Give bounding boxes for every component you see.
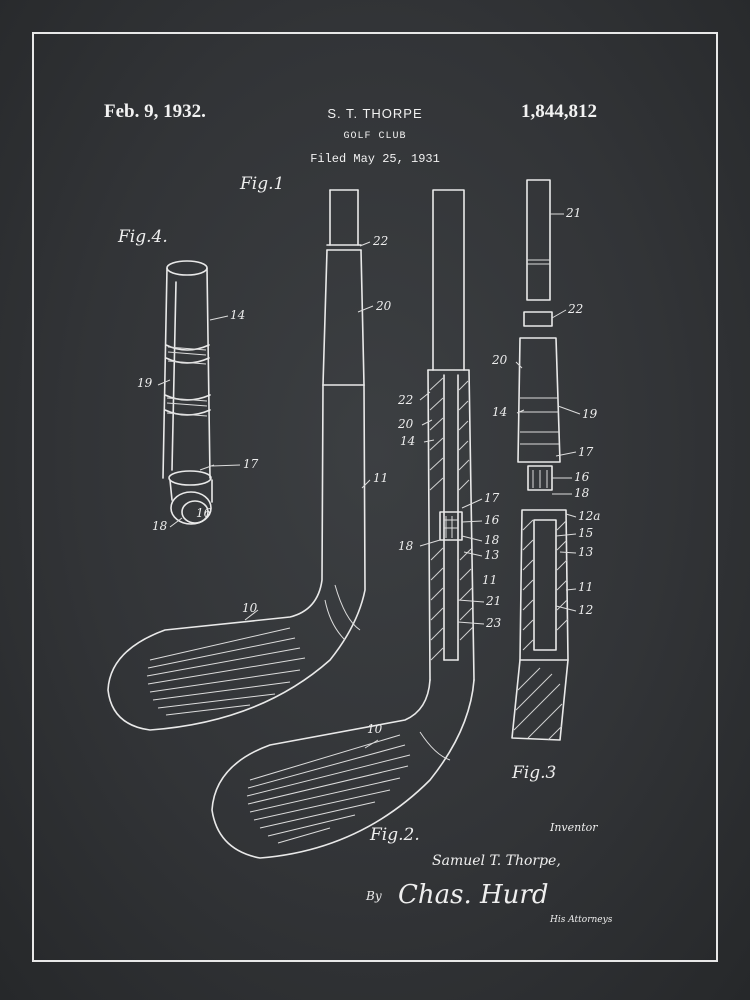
fig2-label-16: 16 [484, 513, 500, 527]
fig3-label-22: 22 [567, 302, 583, 316]
patent-title: GOLF CLUB [343, 131, 407, 142]
fig2-label-13: 13 [484, 548, 500, 562]
fig1-club-drawing [107, 189, 366, 731]
fig2-label-18-right: 18 [484, 533, 500, 547]
fig3-label-13: 13 [578, 545, 594, 559]
fig3-label-12: 12 [578, 603, 593, 617]
fig3-label-19: 19 [582, 407, 598, 421]
poster-frame [32, 32, 718, 962]
attorneys-caption: His Attorneys [549, 915, 613, 925]
inventor-caption: Inventor [549, 821, 598, 834]
fig2-label-10: 10 [367, 722, 383, 736]
fig3-label-20: 20 [491, 353, 508, 367]
fig2-label-17: 17 [484, 491, 500, 505]
fig3-label-12a: 12a [578, 509, 600, 523]
fig4-caption: Fig.4. [117, 227, 168, 247]
inventor-header: S. T. THORPE [327, 106, 423, 121]
fig3-exploded-drawing [511, 179, 569, 741]
fig2-label-22: 22 [397, 393, 413, 407]
patent-number: 1,844,812 [521, 101, 597, 122]
fig1-label-22: 22 [372, 234, 388, 248]
fig4-grip-drawing [162, 260, 215, 525]
fig4-label-18: 18 [152, 519, 168, 533]
fig3-label-11: 11 [578, 580, 593, 594]
fig3-label-21: 21 [565, 206, 581, 220]
fig1-label-11: 11 [373, 471, 388, 485]
fig3-label-16: 16 [574, 470, 590, 484]
fig2-label-18-left: 18 [398, 539, 414, 553]
fig3-label-15: 15 [578, 526, 593, 540]
leader-lines [157, 213, 581, 749]
fig1-label-10: 10 [242, 601, 258, 615]
fig3-caption: Fig.3 [511, 763, 556, 783]
fig2-label-23: 23 [485, 616, 502, 630]
by-label: By [365, 889, 382, 903]
fig1-caption: Fig.1 [239, 174, 284, 194]
fig4-label-19: 19 [137, 376, 153, 390]
patent-date: Feb. 9, 1932. [104, 101, 206, 122]
fig2-label-11: 11 [482, 573, 497, 587]
fig3-label-17: 17 [578, 445, 594, 459]
fig2-label-21: 21 [485, 594, 501, 608]
fig2-label-20: 20 [397, 417, 414, 431]
fig1-label-20: 20 [375, 299, 392, 313]
filed-date: Filed May 25, 1931 [310, 152, 440, 166]
fig4-label-17: 17 [243, 457, 259, 471]
fig4-label-16: 16 [196, 506, 212, 520]
fig4-label-14: 14 [230, 308, 245, 322]
attorney-signature: Chas. Hurd [398, 880, 549, 910]
fig2-section-drawing [211, 189, 475, 859]
inventor-name: Samuel T. Thorpe, [432, 853, 561, 869]
fig2-caption: Fig.2. [369, 825, 420, 845]
fig3-label-18: 18 [574, 486, 590, 500]
fig2-label-14: 14 [400, 434, 415, 448]
fig3-label-14: 14 [492, 405, 507, 419]
